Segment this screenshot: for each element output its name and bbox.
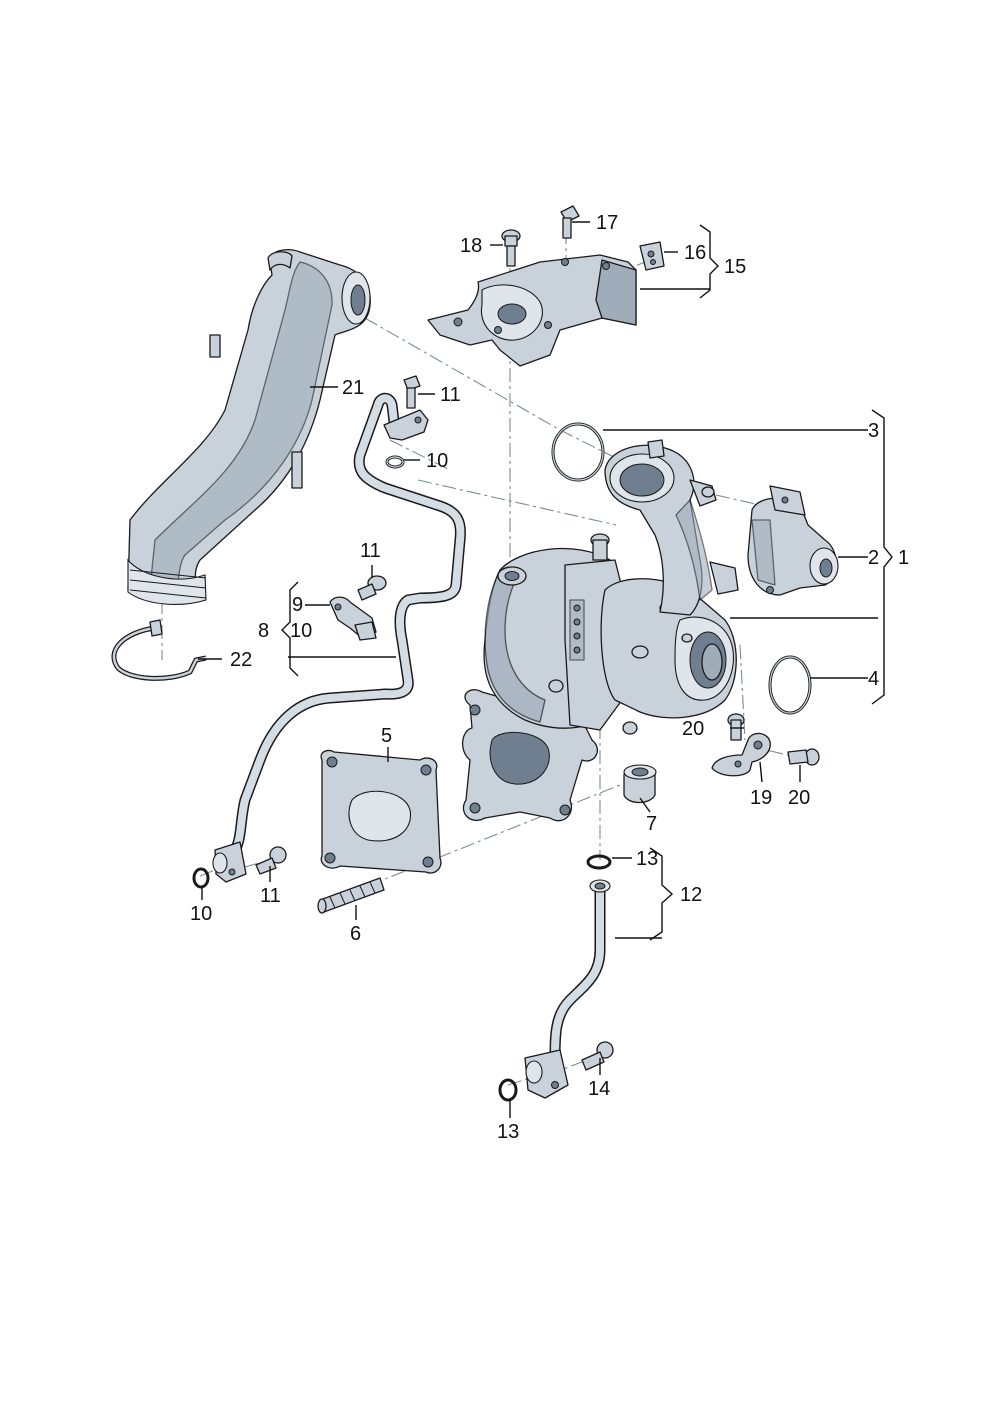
gasket-5 — [320, 749, 442, 874]
callout-2: 2 — [868, 547, 879, 569]
callout-14: 14 — [588, 1078, 610, 1100]
callout-1: 1 — [898, 547, 909, 569]
callout-labels: 1 2 3 4 5 6 7 8 9 10 10 10 11 11 11 12 1… — [190, 212, 909, 1143]
grouping-braces — [281, 224, 893, 941]
callout-8: 8 — [258, 620, 269, 642]
bolt-11-lower — [255, 846, 287, 875]
stud-6 — [317, 877, 385, 914]
callout-11-lower: 11 — [260, 885, 281, 907]
callout-16: 16 — [684, 242, 706, 264]
clamp-22 — [111, 619, 207, 681]
bracket-19 — [711, 732, 771, 777]
bolt-20-right — [787, 748, 820, 766]
bolt-14 — [581, 1041, 614, 1071]
seal-ring-13-lower — [498, 1078, 518, 1102]
callout-5: 5 — [381, 725, 392, 747]
callout-3: 3 — [868, 420, 879, 442]
bolt-11-upper — [403, 375, 421, 409]
bracket-9 — [329, 596, 377, 641]
callout-20-upper: 20 — [682, 718, 704, 740]
clip-16 — [639, 241, 665, 271]
callout-7: 7 — [646, 813, 657, 835]
charge-air-hose-21 — [127, 248, 371, 605]
callout-11-middle: 11 — [360, 540, 381, 562]
callout-11-upper: 11 — [440, 384, 461, 406]
seal-ring-10-lower — [192, 867, 210, 889]
callout-22: 22 — [230, 649, 252, 671]
callout-12: 12 — [680, 884, 702, 906]
callout-20-right: 20 — [788, 787, 810, 809]
turbocharger-1 — [462, 439, 739, 822]
callout-21: 21 — [342, 377, 364, 399]
bolt-11-middle — [357, 575, 387, 601]
callout-17: 17 — [596, 212, 618, 234]
seal-ring-10-upper — [385, 455, 405, 469]
bolt-20-upper — [727, 713, 745, 741]
callout-10-lower: 10 — [190, 903, 212, 925]
callout-19: 19 — [750, 787, 772, 809]
callout-4: 4 — [868, 668, 879, 690]
callout-13-lower: 13 — [497, 1121, 519, 1143]
bolt-18 — [501, 229, 521, 267]
callout-18: 18 — [460, 235, 482, 257]
oil-return-pipe-12 — [524, 879, 611, 1099]
seal-ring-13-upper — [586, 854, 612, 870]
actuator-2 — [747, 485, 839, 596]
callout-10-upper: 10 — [426, 450, 448, 472]
callout-10-bracket: 10 — [290, 620, 312, 642]
callout-15: 15 — [724, 256, 746, 278]
heat-shield-15 — [427, 254, 637, 367]
oil-supply-line — [212, 392, 466, 883]
sleeve-7 — [623, 764, 657, 804]
callout-13-upper: 13 — [636, 848, 658, 870]
bolt-17 — [560, 205, 580, 239]
leader-lines — [198, 221, 878, 1118]
gasket-ring-3 — [551, 422, 605, 482]
callout-9: 9 — [292, 594, 303, 616]
gasket-ring-4 — [768, 655, 812, 715]
callout-6: 6 — [350, 923, 361, 945]
